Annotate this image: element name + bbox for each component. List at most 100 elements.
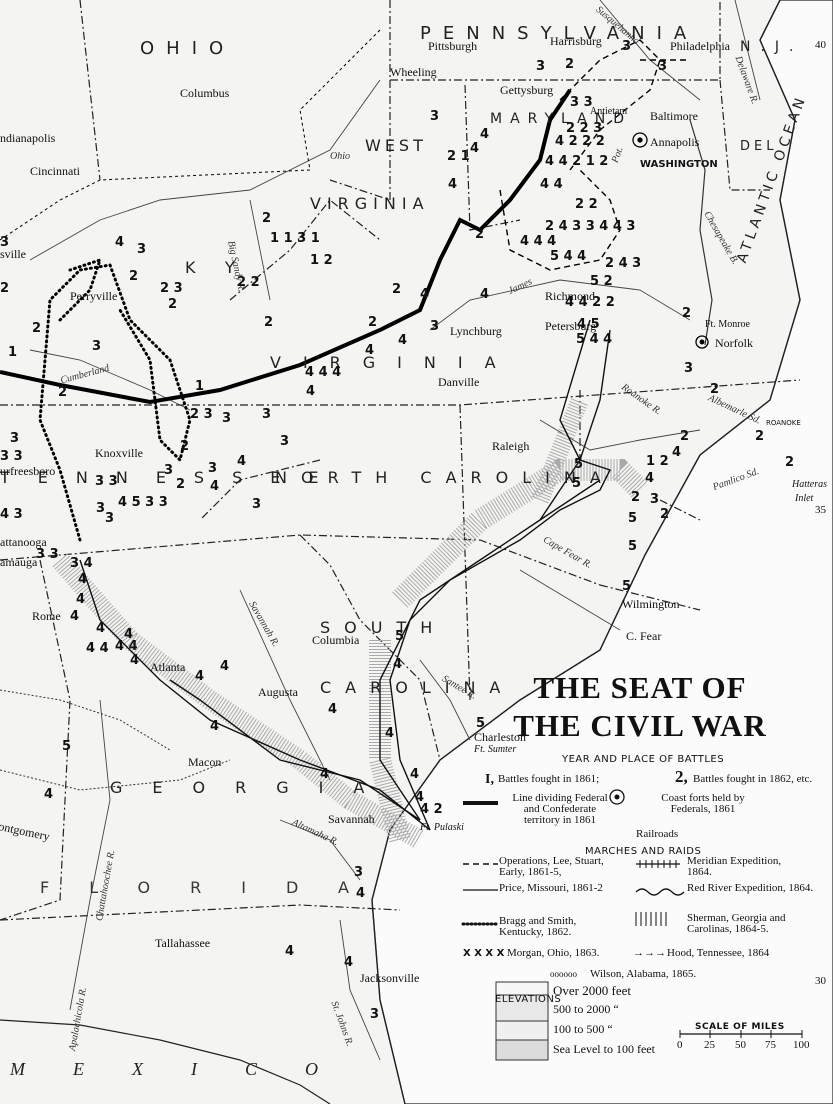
legend-railroads-text: Railroads <box>636 828 679 840</box>
label-virginia-west: VIRGINIA <box>310 194 430 213</box>
city-ft-pulaski: Ft. Pulaski <box>420 822 464 833</box>
label-south-carolina: SOUTH CAROLINA <box>320 618 515 697</box>
legend-hood-marker: →→→ <box>633 947 666 959</box>
legend-ops-lee-text: Operations, Lee, Stuart, Early, 1861-5, <box>499 855 604 878</box>
label-florida: FLORIDA <box>40 878 389 897</box>
legend-elev-500-2000: 500 to 2000 “ <box>553 1002 619 1016</box>
city-inlet: Inlet <box>795 493 814 504</box>
rivers <box>29 0 761 1061</box>
legend-hood-text: Hood, Tennessee, 1864 <box>667 947 770 959</box>
legend-elev-over-2000: Over 2000 feet <box>553 983 631 998</box>
label-mexico: MEXICO <box>10 1059 366 1079</box>
coast-forts <box>632 132 709 349</box>
legend-red-river-text: Red River Expedition, 1864. <box>687 882 814 894</box>
scale-tick-50: 50 <box>735 1039 746 1051</box>
city-augusta: Augusta <box>258 685 298 699</box>
scale-tick-100: 100 <box>793 1039 810 1051</box>
legend-dividing-line-text: Line dividing Federal and Confederate te… <box>512 792 608 826</box>
city-raleigh: Raleigh <box>492 439 530 453</box>
legend-swatches <box>461 789 803 1061</box>
city-jacksonville: Jacksonville <box>360 971 420 985</box>
river-ohio: Ohio <box>330 151 350 162</box>
city-lynchburg: Lynchburg <box>450 324 502 338</box>
city-harrisburg: Harrisburg <box>550 34 602 48</box>
city-danville: Danville <box>438 375 480 389</box>
city-chattanooga: attanooga <box>0 535 47 549</box>
wilson-route <box>0 689 231 791</box>
label-pennsylvania: PENNSYLVANIA <box>420 23 699 44</box>
city-indianapolis: ndianapolis <box>0 131 56 145</box>
legend-marches-heading: MARCHES AND RAIDS <box>585 846 702 857</box>
legend-coast-forts-text: Coast forts held by Federals, 1861 <box>661 792 745 815</box>
city-annapolis: Annapolis <box>650 135 700 149</box>
legend-elev-100-500: 100 to 500 “ <box>553 1022 613 1036</box>
gulf-coast <box>0 1019 331 1104</box>
legend-title-line1: THE SEAT OF <box>533 670 747 705</box>
label-virginia: VIRGINIA <box>270 353 518 372</box>
city-rome: Rome <box>32 609 61 623</box>
city-baltimore: Baltimore <box>650 109 698 123</box>
city-wheeling: Wheeling <box>390 65 437 79</box>
legend-morgan-text: Morgan, Ohio, 1863. <box>507 947 600 959</box>
scale-tick-75: 75 <box>765 1039 776 1051</box>
lat-30: 30 <box>815 975 826 987</box>
legend-1861-text: Battles fought in 1861; <box>498 773 600 785</box>
scale-tick-25: 25 <box>704 1039 715 1051</box>
label-new-jersey: N.J. <box>740 39 804 55</box>
city-charleston: Charleston <box>474 730 526 744</box>
bragg-smith-route <box>38 257 192 542</box>
city-sville: sville <box>0 247 26 261</box>
scale-tick-0: 0 <box>677 1039 683 1051</box>
legend-title-line2: THE CIVIL WAR <box>513 708 767 743</box>
dividing-line <box>0 88 572 405</box>
coastline <box>371 0 801 1104</box>
city-richmond: Richmond <box>545 289 595 303</box>
city-petersburg: Petersburg <box>545 319 597 333</box>
lat-35: 35 <box>815 504 826 516</box>
city-antietam: Antietam <box>590 106 628 117</box>
city-norfolk: Norfolk <box>715 336 753 350</box>
city-philadelphia: Philadelphia <box>670 39 730 53</box>
city-washington: WASHINGTON <box>640 159 718 170</box>
lat-40: 40 <box>815 39 826 51</box>
legend-1862-text: Battles fought in 1862, etc. <box>693 773 813 785</box>
legend-meridian-text: Meridian Expedition, 1864. <box>687 855 782 878</box>
legend: THE SEAT OF THE CIVIL WAR YEAR AND PLACE… <box>455 668 825 1098</box>
city-knoxville: Knoxville <box>95 446 143 460</box>
label-kentucky: KY <box>185 258 265 277</box>
city-columbus: Columbus <box>180 86 230 100</box>
legend-scale-heading: SCALE OF MILES <box>695 1022 785 1032</box>
label-delaware: DEL <box>740 139 778 154</box>
city-roanoke-island: ROANOKE <box>766 419 801 427</box>
label-maryland: MARYLAND <box>490 111 632 127</box>
city-murfreesboro: urfreesboro <box>0 464 56 478</box>
city-atlanta: Atlanta <box>150 660 186 674</box>
morgan-raid <box>0 29 381 241</box>
legend-morgan-marker: X X X X <box>463 948 505 959</box>
label-west-virginia: WEST <box>365 136 427 155</box>
city-pittsburgh: Pittsburgh <box>428 39 478 53</box>
city-chickamauga: amauga <box>0 555 38 569</box>
city-wilmington: Wilmington <box>622 597 680 611</box>
chesapeake-bay <box>689 119 713 346</box>
city-perryville: Perryville <box>70 289 118 303</box>
legend-wilson-marker: oooooo <box>550 969 577 979</box>
legend-year-heading: YEAR AND PLACE OF BATTLES <box>562 754 725 765</box>
state-borders <box>0 0 801 921</box>
legend-elevations-heading: ELEVATIONS <box>495 994 562 1005</box>
legend-price-text: Price, Missouri, 1861-2 <box>499 882 603 894</box>
city-c-fear: C. Fear <box>626 629 662 643</box>
legend-wilson-text: Wilson, Alabama, 1865. <box>590 968 697 980</box>
city-columbia: Columbia <box>312 633 360 647</box>
label-tennessee: TENNESSEE <box>0 468 347 487</box>
city-gettysburg: Gettysburg <box>500 83 554 97</box>
city-ft-monroe: Ft. Monroe <box>705 319 750 330</box>
legend-1862-marker: 2, <box>675 767 688 786</box>
city-hatteras: Hatteras <box>792 479 827 490</box>
label-north-carolina: NORTH CAROLINA <box>275 468 615 487</box>
city-savannah: Savannah <box>328 812 375 826</box>
legend-1861-marker: I, <box>485 772 494 787</box>
city-ft-sumter: Ft. Sumter <box>474 744 517 755</box>
